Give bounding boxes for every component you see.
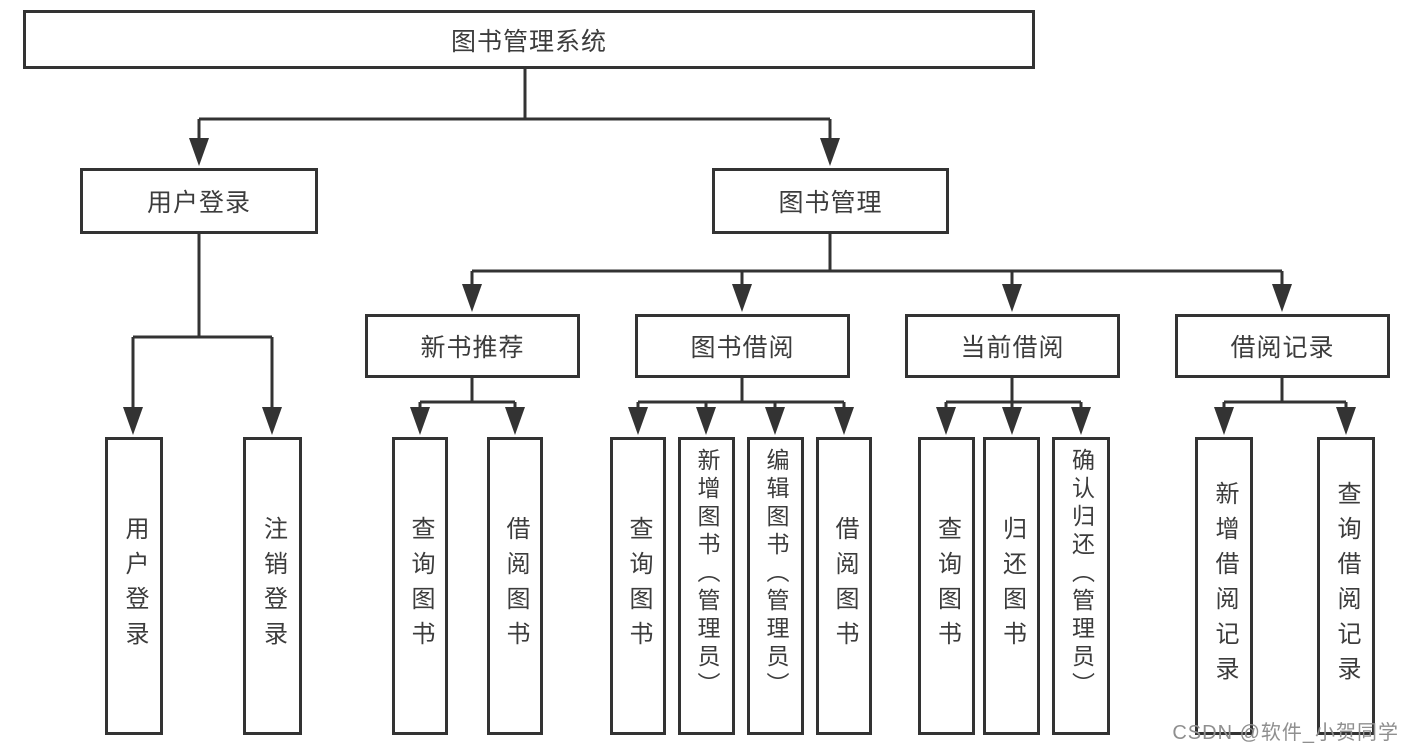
leaf-bb-edit-books: 编辑图书（管理员） [747,437,804,735]
leaf-bb-add-books: 新增图书（管理员） [678,437,735,735]
leaf-label: 新增图书（管理员） [694,448,720,700]
leaf-cb-query-books: 查询图书 [918,437,975,735]
leaf-label: 查询借阅记录 [1333,481,1360,691]
arrowhead-icon [1272,284,1292,312]
arrowhead-icon [834,407,854,435]
leaf-label: 归还图书 [998,516,1026,656]
arrowhead-icon [189,138,209,166]
leaf-label: 查询图书 [407,516,434,656]
arrowhead-icon [462,284,482,312]
arrowhead-icon [123,407,143,435]
arrowhead-icon [765,407,785,435]
leaf-bb-borrow-books: 借阅图书 [816,437,872,735]
leaf-br-query-record: 查询借阅记录 [1317,437,1375,735]
node-borrow-records: 借阅记录 [1175,314,1390,378]
leaf-cb-return-books: 归还图书 [983,437,1040,735]
leaf-label: 借阅图书 [502,516,529,656]
arrowhead-icon [1002,284,1022,312]
leaf-label: 借阅图书 [831,516,858,656]
leaf-label: 注销登录 [259,516,287,656]
node-current-borrow: 当前借阅 [905,314,1120,378]
leaf-label: 新增借阅记录 [1211,481,1238,691]
node-new-book-recommend: 新书推荐 [365,314,580,378]
arrowhead-icon [1071,407,1091,435]
leaf-bb-query-books: 查询图书 [610,437,666,735]
leaf-nr-borrow-books: 借阅图书 [487,437,543,735]
arrowhead-icon [1214,407,1234,435]
arrowhead-icon [505,407,525,435]
node-book-borrow: 图书借阅 [635,314,850,378]
leaf-nr-query-books: 查询图书 [392,437,448,735]
arrowhead-icon [410,407,430,435]
arrowhead-icon [936,407,956,435]
arrowhead-icon [628,407,648,435]
leaf-label: 确认归还（管理员） [1068,448,1095,700]
leaf-br-add-record: 新增借阅记录 [1195,437,1253,735]
arrowhead-icon [1336,407,1356,435]
arrowhead-icon [696,407,716,435]
node-root: 图书管理系统 [23,10,1035,69]
leaf-label: 编辑图书（管理员） [763,448,789,700]
leaf-label: 查询图书 [933,516,961,656]
arrowhead-icon [732,284,752,312]
node-user-login: 用户登录 [80,168,318,234]
leaf-label: 用户登录 [121,516,148,656]
arrowhead-icon [262,407,282,435]
arrowhead-icon [820,138,840,166]
watermark: CSDN @软件_小贺同学 [1172,722,1399,744]
node-book-management: 图书管理 [712,168,949,234]
leaf-user-login: 用户登录 [105,437,163,735]
leaf-cb-confirm-return: 确认归还（管理员） [1052,437,1110,735]
leaf-label: 查询图书 [625,516,652,656]
leaf-logout: 注销登录 [243,437,302,735]
arrowhead-icon [1002,407,1022,435]
